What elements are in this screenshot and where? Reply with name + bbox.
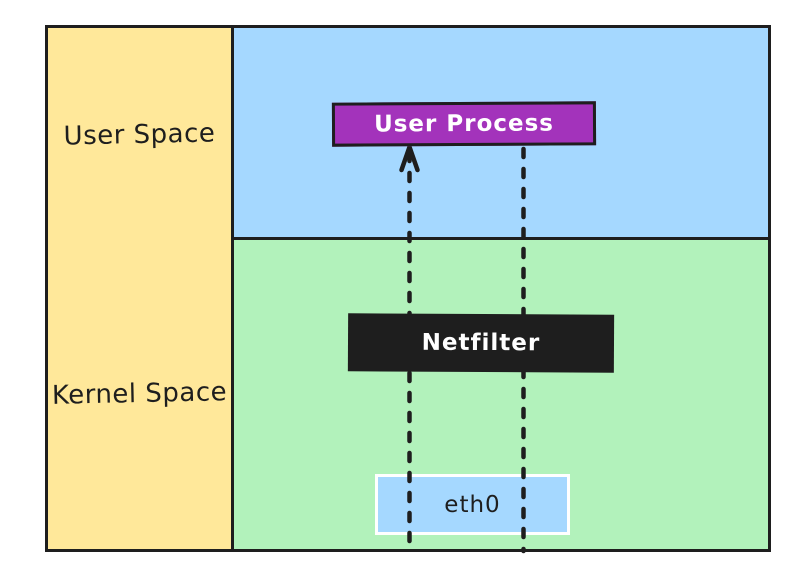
space-label-column: User Space Kernel Space: [48, 28, 234, 549]
user-process-label: User Process: [373, 110, 555, 138]
eth0-box: eth0: [375, 474, 570, 535]
netfilter-label: Netfilter: [421, 329, 541, 357]
up-arrowhead-icon: [399, 144, 420, 173]
user-process-box: User Process: [331, 101, 597, 147]
netfilter-box: Netfilter: [347, 313, 615, 373]
eth0-label: eth0: [444, 491, 501, 518]
